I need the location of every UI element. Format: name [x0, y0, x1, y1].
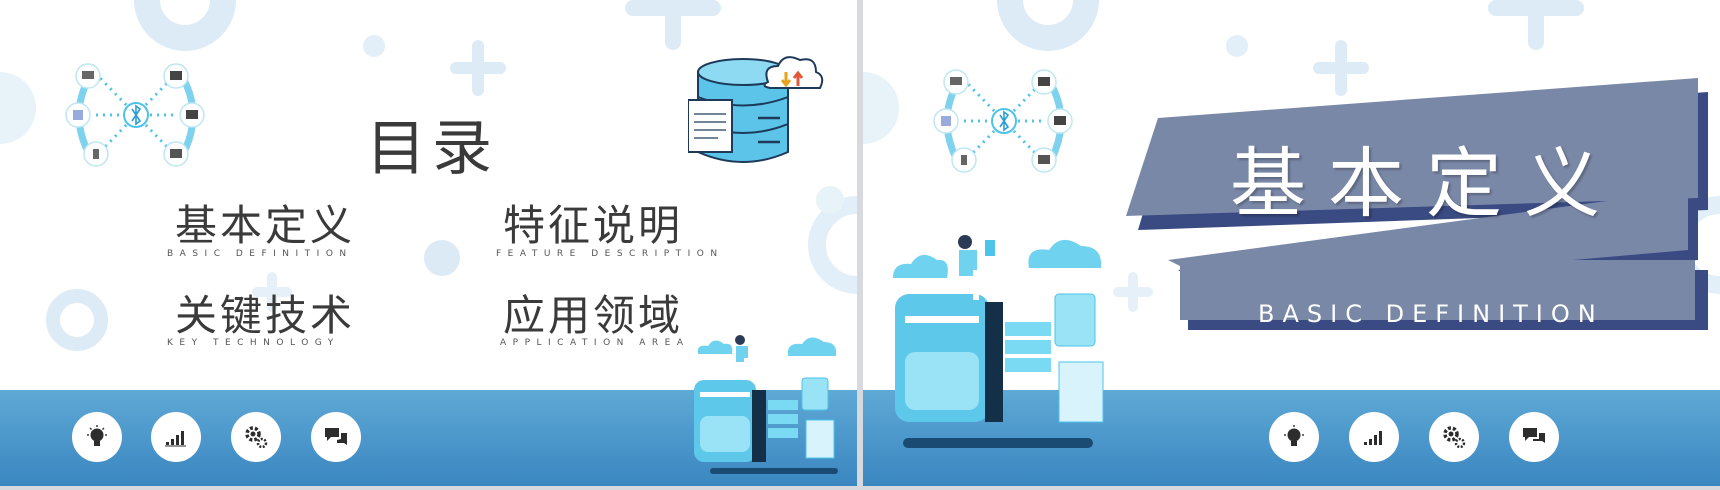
- lightbulb-icon: [1284, 425, 1304, 446]
- menu-item-application-area-subtitle: APPLICATION AREA: [500, 338, 690, 348]
- menu-item-key-technology-subtitle: KEY TECHNOLOGY: [167, 338, 340, 348]
- slide-basic-definition[interactable]: 基本定义 BASIC DEFINITION: [863, 0, 1720, 486]
- section-subtitle: BASIC DEFINITION: [1258, 300, 1604, 328]
- gears-icon: [1443, 426, 1466, 449]
- section-title: 基本定义: [1230, 139, 1622, 228]
- page-title: 目录: [366, 114, 498, 184]
- chat-button[interactable]: [311, 412, 361, 462]
- background-decor: [0, 0, 857, 351]
- signal-bars-icon: [1364, 431, 1382, 445]
- lightbulb-button[interactable]: [72, 412, 122, 462]
- chat-bubbles-icon: [1523, 428, 1545, 443]
- slide-contents[interactable]: 目录 基本定义 BASIC DEFINITION 特征说明 FEATURE DE…: [0, 0, 857, 486]
- menu-item-key-technology[interactable]: 关键技术: [175, 291, 356, 340]
- bluetooth-network-graphic: [65, 63, 205, 167]
- menu-item-application-area[interactable]: 应用领域: [503, 291, 684, 340]
- bluetooth-network-graphic: [933, 69, 1073, 173]
- signal-bars-button[interactable]: [1349, 412, 1399, 462]
- lightbulb-icon: [87, 425, 107, 446]
- title-banner: [1126, 78, 1708, 330]
- menu-item-feature-description-subtitle: FEATURE DESCRIPTION: [496, 249, 724, 259]
- signal-bars-icon: [165, 431, 186, 447]
- lightbulb-button[interactable]: [1269, 412, 1319, 462]
- database-cloud-graphic: [688, 56, 824, 163]
- gears-button[interactable]: [231, 412, 281, 462]
- gears-icon: [245, 426, 268, 449]
- gears-button[interactable]: [1429, 412, 1479, 462]
- menu-item-basic-definition[interactable]: 基本定义: [175, 201, 356, 250]
- menu-item-feature-description[interactable]: 特征说明: [503, 201, 684, 250]
- server-illustration: [893, 235, 1104, 448]
- menu-item-basic-definition-subtitle: BASIC DEFINITION: [167, 249, 353, 259]
- chat-bubbles-icon: [325, 428, 347, 445]
- server-illustration: [694, 335, 838, 474]
- signal-bars-button[interactable]: [151, 412, 201, 462]
- chat-button[interactable]: [1509, 412, 1559, 462]
